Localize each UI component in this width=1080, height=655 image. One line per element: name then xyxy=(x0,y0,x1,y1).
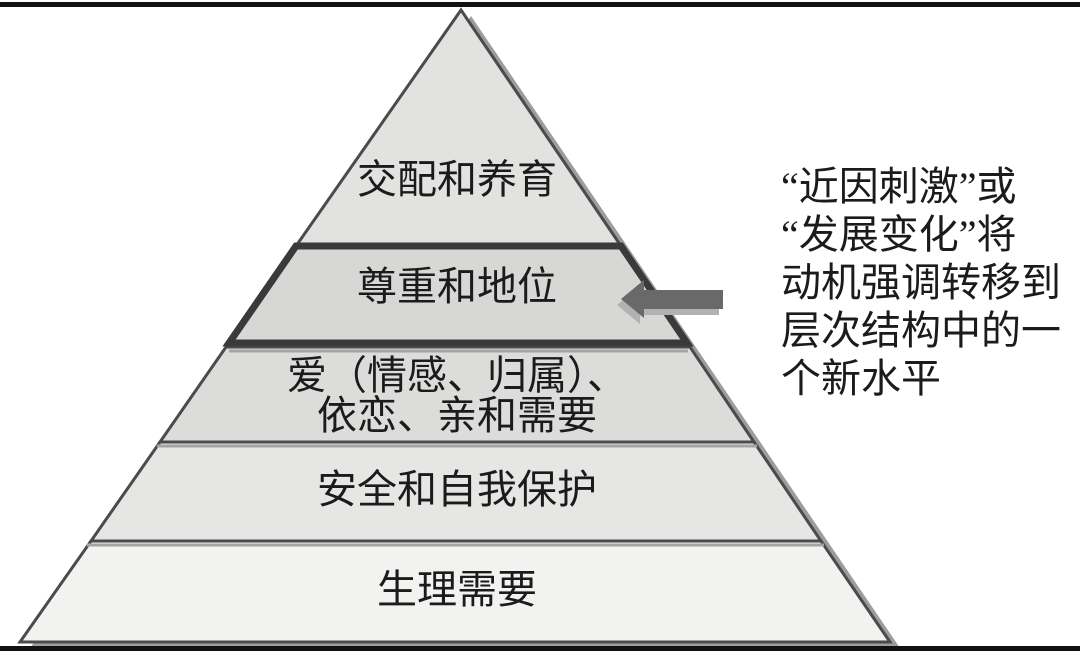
bottom-border-line xyxy=(0,646,1080,651)
pyramid-level-love-attachment-label-line1: 爱（情感、归属）、 xyxy=(287,353,627,398)
annotation-line: 个新水平 xyxy=(781,356,941,401)
pyramid-level-safety-label: 安全和自我保护 xyxy=(317,467,597,512)
annotation-line: “近因刺激”或 xyxy=(781,164,1017,209)
pyramid-level-mating-parenting-shape xyxy=(293,7,624,248)
pyramid-level-mating-parenting-label: 交配和养育 xyxy=(357,157,557,202)
pyramid-level-esteem-status-label: 尊重和地位 xyxy=(357,264,557,309)
pyramid-level-love-attachment-label: 爱（情感、归属）、 依恋、亲和需要 xyxy=(287,356,627,436)
left-arrow-icon xyxy=(621,280,723,318)
pyramid-level-esteem-status-shape xyxy=(222,242,694,347)
annotation-text: “近因刺激”或 “发展变化”将 动机强调转移到 层次结构中的一 个新水平 xyxy=(781,163,1061,403)
pyramid-level-love-attachment-label-line2: 依恋、亲和需要 xyxy=(317,393,597,438)
pyramid-level-physiological-label: 生理需要 xyxy=(377,567,537,612)
annotation-line: “发展变化”将 xyxy=(781,212,1017,257)
pyramid-level-physiological-shape xyxy=(17,539,893,644)
annotation-line: 层次结构中的一 xyxy=(781,308,1061,353)
top-border-line xyxy=(0,2,1080,7)
annotation-line: 动机强调转移到 xyxy=(781,260,1061,305)
